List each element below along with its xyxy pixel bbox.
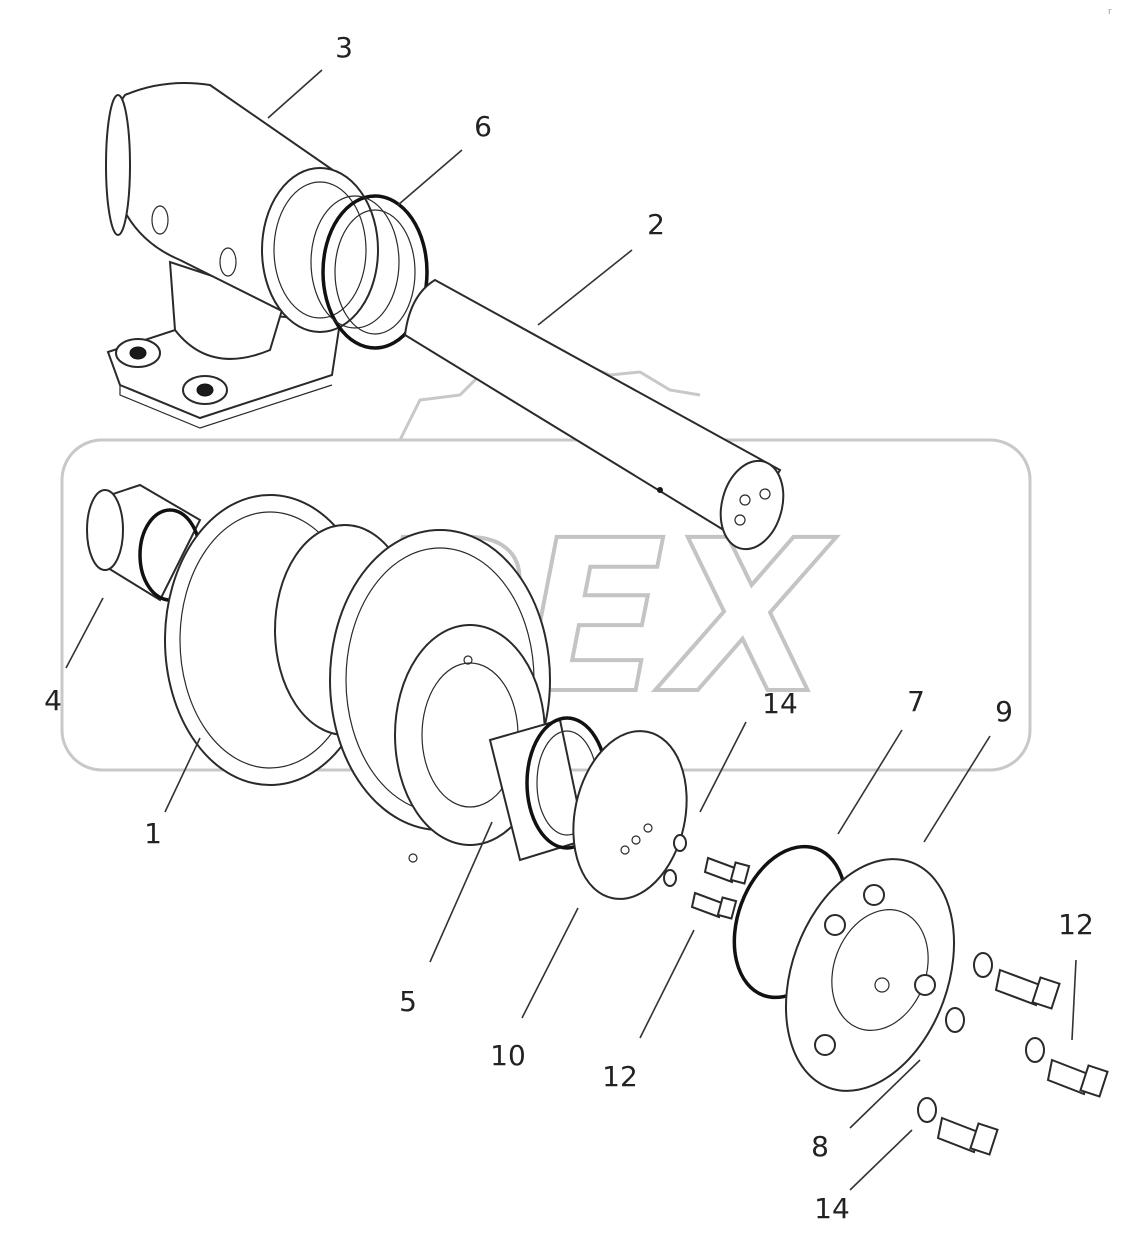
housing-end	[105, 94, 131, 236]
shaft-end-hole-2	[759, 488, 771, 500]
leader-3	[267, 69, 323, 119]
leader-8	[849, 1059, 921, 1129]
bolt-small-1	[703, 856, 737, 884]
cover-plate	[784, 858, 956, 1092]
plate-hole-2	[631, 835, 641, 845]
washer-small-1	[673, 834, 687, 852]
washer-large-4	[917, 1097, 937, 1123]
callout-3: 3	[335, 31, 353, 64]
cover-center-hole	[874, 977, 890, 993]
callout-1: 1	[144, 817, 162, 850]
leader-4	[65, 597, 104, 669]
roller-hole-top	[463, 655, 473, 665]
callout-14-top: 14	[762, 687, 798, 720]
thrust-plate	[572, 730, 688, 900]
washer-large-3	[1025, 1037, 1045, 1063]
bolt-small-1-head	[729, 861, 751, 885]
callout-12-bottom: 12	[602, 1060, 638, 1093]
seal-ring-outer	[321, 194, 429, 350]
callout-12-right: 12	[1058, 908, 1094, 941]
bolt-large-2-head	[1079, 1064, 1109, 1098]
leader-12a	[1071, 959, 1077, 1041]
part-3-housing	[105, 81, 379, 429]
shaft-end-hole-1	[739, 494, 751, 506]
part-10-plate	[572, 730, 688, 900]
cover-bolt-hole-top	[863, 884, 885, 906]
cover-bolt-hole-left	[824, 914, 846, 936]
part-6-seal	[310, 194, 429, 350]
callout-14-bottom: 14	[814, 1192, 850, 1225]
leader-7	[837, 729, 903, 835]
housing-bore-inner	[273, 181, 367, 319]
washer-large-2	[945, 1007, 965, 1033]
leader-14b	[849, 1129, 913, 1191]
leader-2	[537, 249, 633, 326]
washer-small-2	[663, 869, 677, 887]
leader-1	[164, 737, 201, 813]
part-4-bushing	[86, 483, 202, 602]
small-fasteners	[663, 834, 751, 920]
callout-8: 8	[811, 1130, 829, 1163]
bolt-large-1-head	[1031, 976, 1061, 1010]
part-1-roller	[164, 494, 551, 863]
shaft-body	[403, 278, 782, 542]
washer-large-1	[973, 952, 993, 978]
bolt-small-2-head	[716, 896, 738, 920]
flange-bolt-right	[196, 383, 214, 397]
part-9-cover	[784, 858, 956, 1092]
leader-lines	[65, 69, 1077, 1191]
bushing-end	[86, 489, 124, 571]
callout-10: 10	[490, 1039, 526, 1072]
leader-12b	[639, 929, 695, 1039]
housing-neck	[168, 260, 287, 360]
part-2-shaft	[403, 278, 785, 551]
seal-ring-back	[310, 195, 400, 329]
bolt-small-2	[690, 891, 724, 919]
flange-bolt-left	[129, 346, 147, 360]
housing-port-2	[219, 247, 237, 277]
shaft-end	[719, 459, 785, 551]
flange-edge	[119, 384, 333, 429]
callout-6: 6	[474, 110, 492, 143]
shaft-pin-hole	[657, 487, 663, 493]
leader-10	[521, 907, 579, 1019]
roller-hole-bottom	[408, 853, 418, 863]
callout-9: 9	[995, 695, 1013, 728]
callout-2: 2	[647, 208, 665, 241]
seal-ring-inner	[334, 209, 416, 335]
corner-mark: r	[1108, 7, 1112, 17]
leader-6	[397, 149, 463, 206]
plate-hole-1	[620, 845, 630, 855]
callout-4: 4	[44, 684, 62, 717]
callouts: 3 6 2 4 1 14 7 9 12 5 10 12 8 14	[44, 31, 1094, 1225]
leader-14a	[699, 721, 747, 813]
bolt-large-1	[994, 968, 1042, 1007]
cover-bolt-hole-right	[914, 974, 936, 996]
large-fasteners	[917, 952, 1109, 1156]
cover-bolt-hole-bottom	[814, 1034, 836, 1056]
leader-9	[923, 735, 991, 843]
bolt-large-3	[936, 1116, 980, 1154]
leader-5	[429, 821, 493, 963]
shaft-end-hole-3	[734, 514, 746, 526]
housing-bore	[261, 167, 379, 333]
callout-5: 5	[399, 985, 417, 1018]
housing-port-1	[151, 205, 169, 235]
bolt-large-3-head	[969, 1122, 999, 1156]
bolt-large-2	[1046, 1058, 1090, 1096]
callout-7: 7	[907, 685, 925, 718]
plate-hole-3	[643, 823, 653, 833]
